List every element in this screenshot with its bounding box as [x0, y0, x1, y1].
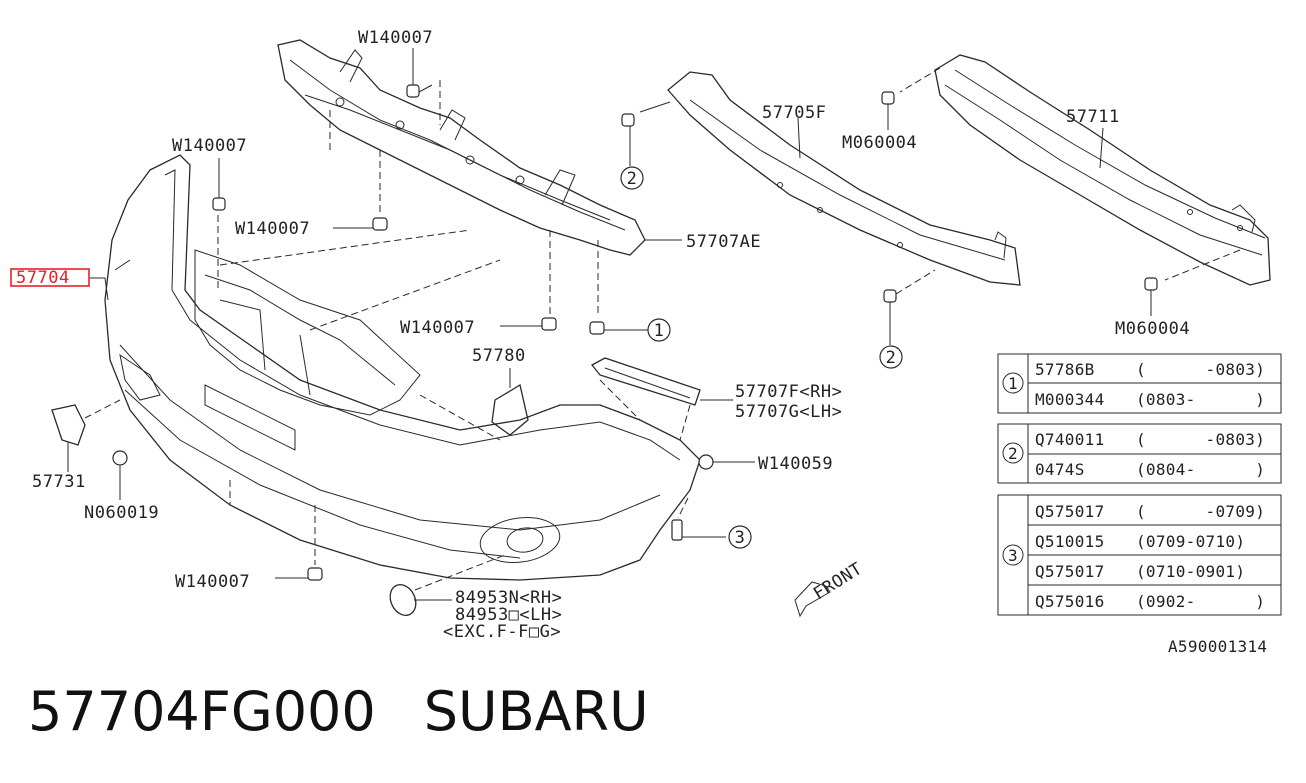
label-w140007-left[interactable]: W140007: [172, 136, 247, 156]
svg-text:3: 3: [1008, 546, 1018, 565]
t1-row2-part[interactable]: M000344: [1035, 390, 1105, 409]
label-w140007-mid[interactable]: W140007: [235, 219, 310, 239]
ref-table-3: 3 Q575017 ( -0709) Q510015 (0709-0710) Q…: [997, 494, 1282, 616]
ref-table-1: 1 57786B ( -0803) M000344 (0803- ): [997, 353, 1282, 414]
label-w140007-bolt[interactable]: W140007: [400, 318, 475, 338]
t1-row1-range: ( -0803): [1136, 360, 1265, 379]
t3-row1-part[interactable]: Q575017: [1035, 502, 1105, 521]
label-57707ae[interactable]: 57707AE: [686, 232, 761, 252]
caption-part-number: 57704FG000: [28, 680, 376, 743]
upper-absorber-57707ae: [277, 39, 682, 315]
ref-marker-2-lower: 2: [879, 345, 903, 369]
label-57731[interactable]: 57731: [32, 472, 86, 492]
bolt-m060004-upper: [881, 91, 895, 130]
label-57707g[interactable]: 57707G<LH>: [735, 402, 842, 422]
ref-marker-3: 3: [728, 525, 752, 549]
panel-57780: [491, 383, 529, 436]
t1-row1-part[interactable]: 57786B: [1035, 360, 1095, 379]
ref-marker-1: 1: [647, 318, 671, 342]
ref-marker-2-upper: 2: [620, 166, 644, 190]
diagram-id: A590001314: [1168, 637, 1267, 656]
label-n060019[interactable]: N060019: [84, 503, 159, 523]
svg-text:2: 2: [627, 169, 638, 189]
svg-text:1: 1: [1008, 374, 1018, 393]
t1-row2-range: (0803- ): [1136, 390, 1265, 409]
side-bracket-57707fg: [591, 357, 733, 441]
t3-row3-part[interactable]: Q575017: [1035, 562, 1105, 581]
label-57705f[interactable]: 57705F: [762, 103, 826, 123]
screw-ref1: [589, 321, 648, 335]
clip-n060019: [112, 450, 128, 500]
bolt-ref2-lower: [883, 269, 936, 345]
screw-ref3: [671, 497, 726, 541]
caption-brand: SUBARU: [423, 680, 649, 743]
clip-w140059: [698, 454, 755, 470]
t3-row2-part[interactable]: Q510015: [1035, 532, 1105, 551]
label-57711[interactable]: 57711: [1066, 107, 1120, 127]
bolt-ref2-upper: [621, 113, 635, 166]
label-57780[interactable]: 57780: [472, 346, 526, 366]
svg-text:2: 2: [1008, 444, 1018, 463]
label-w140007-top[interactable]: W140007: [358, 28, 433, 48]
front-label: FRONT: [810, 559, 866, 604]
clip-w140007-top: [406, 48, 433, 98]
t2-row1-part[interactable]: Q740011: [1035, 430, 1105, 449]
clip-w140007-bolt: [500, 317, 557, 331]
t3-row2-range: (0709-0710): [1136, 532, 1245, 551]
t2-row2-part[interactable]: 0474S: [1035, 460, 1085, 479]
clip-w140007-bottom: [275, 567, 323, 581]
reinforcement-57711: [899, 54, 1271, 286]
label-84953n[interactable]: 84953N<RH>: [455, 588, 562, 608]
clip-w140007-mid: [333, 217, 388, 231]
t3-row4-range: (0902- ): [1136, 592, 1265, 611]
clip-w140007-left: [212, 158, 226, 211]
label-m060004-lower[interactable]: M060004: [1115, 319, 1190, 339]
svg-text:3: 3: [735, 528, 746, 548]
label-m060004-upper[interactable]: M060004: [842, 133, 917, 153]
bolt-m060004-lower: [1144, 277, 1158, 316]
front-arrow: [794, 581, 831, 618]
t2-row1-range: ( -0803): [1136, 430, 1265, 449]
highlighted-part-57704[interactable]: 57704: [10, 268, 90, 288]
ref-table-2: 2 Q740011 ( -0803) 0474S (0804- ): [997, 423, 1282, 484]
t2-row2-range: (0804- ): [1136, 460, 1265, 479]
t3-row1-range: ( -0709): [1136, 502, 1265, 521]
label-w140059[interactable]: W140059: [758, 454, 833, 474]
caption: 57704FG000 SUBARU: [28, 680, 697, 743]
t3-row3-range: (0710-0901): [1136, 562, 1245, 581]
label-exc-f-fog: <EXC.F-F□G>: [443, 622, 561, 642]
label-84953o[interactable]: 84953□<LH>: [455, 605, 562, 625]
fog-cover-84953: [389, 583, 417, 617]
bumper-cover-57704: [90, 154, 701, 581]
label-w140007-bottom[interactable]: W140007: [175, 572, 250, 592]
svg-text:2: 2: [886, 348, 897, 368]
label-57707f[interactable]: 57707F<RH>: [735, 382, 842, 402]
bracket-57731: [51, 404, 86, 446]
svg-text:1: 1: [654, 321, 665, 341]
t3-row4-part[interactable]: Q575016: [1035, 592, 1105, 611]
bumper-beam-57705f: [639, 71, 1021, 286]
svg-text:57704: 57704: [16, 268, 70, 288]
